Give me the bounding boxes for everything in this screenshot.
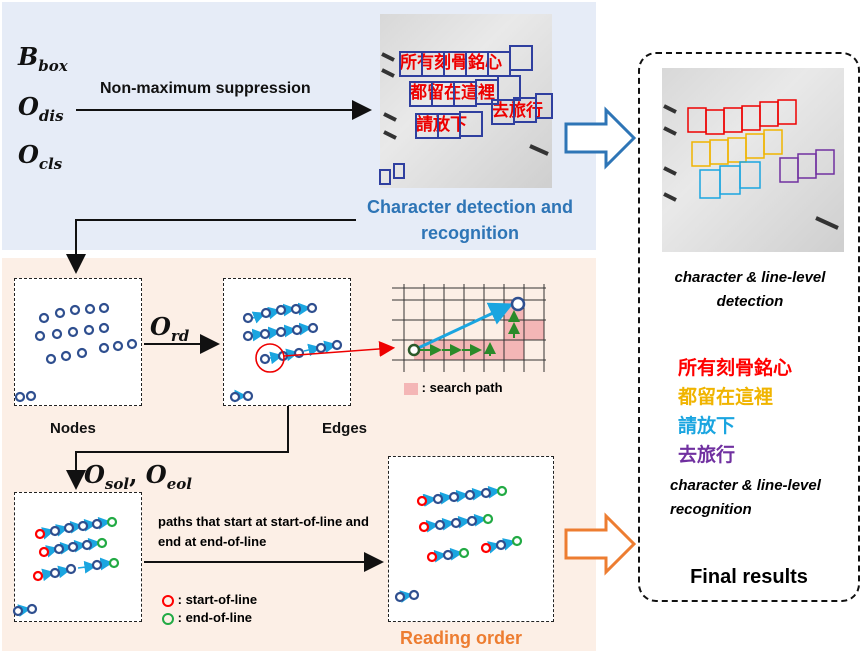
reading-order-graph <box>394 485 523 603</box>
recognized-line-3: 請放下 <box>678 416 736 437</box>
final-photo-boxes <box>663 99 839 230</box>
edges-label: Edges <box>322 420 368 437</box>
reading-order-title: Reading order <box>400 628 523 648</box>
cls-symbol: Ocls <box>18 140 63 173</box>
edges-graph <box>229 302 396 403</box>
edges-to-sol-arrow <box>66 406 289 490</box>
search-grid <box>392 284 546 372</box>
recognized-line-4: 去旅行 <box>678 445 736 466</box>
detect-caption: character & line-level detection <box>674 269 826 310</box>
nodes-graph <box>14 302 138 403</box>
final-photo <box>662 68 844 252</box>
search-legend: : search path <box>404 380 503 395</box>
final-results-panel: character & line-level detection 所有刻骨銘心 … <box>638 52 860 602</box>
to-final-blue-arrow <box>564 106 637 170</box>
sol-eol-symbol: Osol, Oeol <box>84 460 192 493</box>
final-title: Final results <box>690 566 808 588</box>
detection-title: Character detection and recognition <box>366 197 574 243</box>
to-nodes-arrow <box>66 219 356 274</box>
recognized-line-1: 所有刻骨銘心 <box>678 358 793 379</box>
photo-line-3: 請放下 <box>416 115 467 134</box>
zoom-circle <box>255 343 285 373</box>
recog-caption: character & line-level recognition <box>670 477 821 518</box>
nms-label: Non-maximum suppression <box>100 80 311 97</box>
search-legend-swatch <box>404 382 418 395</box>
eol-legend-icon <box>162 612 174 625</box>
sol-eol-box <box>14 492 142 622</box>
sol-legend: : start-of-line <box>162 592 257 607</box>
paths-text: paths that start at start-of-line and en… <box>158 514 369 549</box>
recognized-line-2: 都留在這裡 <box>678 387 774 408</box>
detection-boxes <box>379 45 553 185</box>
sol-legend-icon <box>162 594 174 607</box>
photo-line-1: 所有刻骨銘心 <box>400 53 502 72</box>
to-final-orange-arrow <box>564 512 637 576</box>
bbox-symbol: Bbox <box>18 42 68 75</box>
ord-symbol: Ord <box>150 312 190 345</box>
nodes-label: Nodes <box>50 420 96 437</box>
sol-eol-graph <box>12 516 120 617</box>
recognized-lines: 所有刻骨銘心 都留在這裡 請放下 去旅行 <box>678 354 792 470</box>
zoom-arrow <box>283 340 396 357</box>
eol-legend: : end-of-line <box>162 610 252 625</box>
dis-symbol: Odis <box>18 92 64 125</box>
photo-line-4: 去旅行 <box>492 101 543 120</box>
detection-photo: 所有刻骨銘心 都留在這裡 請放下 去旅行 <box>379 14 553 188</box>
